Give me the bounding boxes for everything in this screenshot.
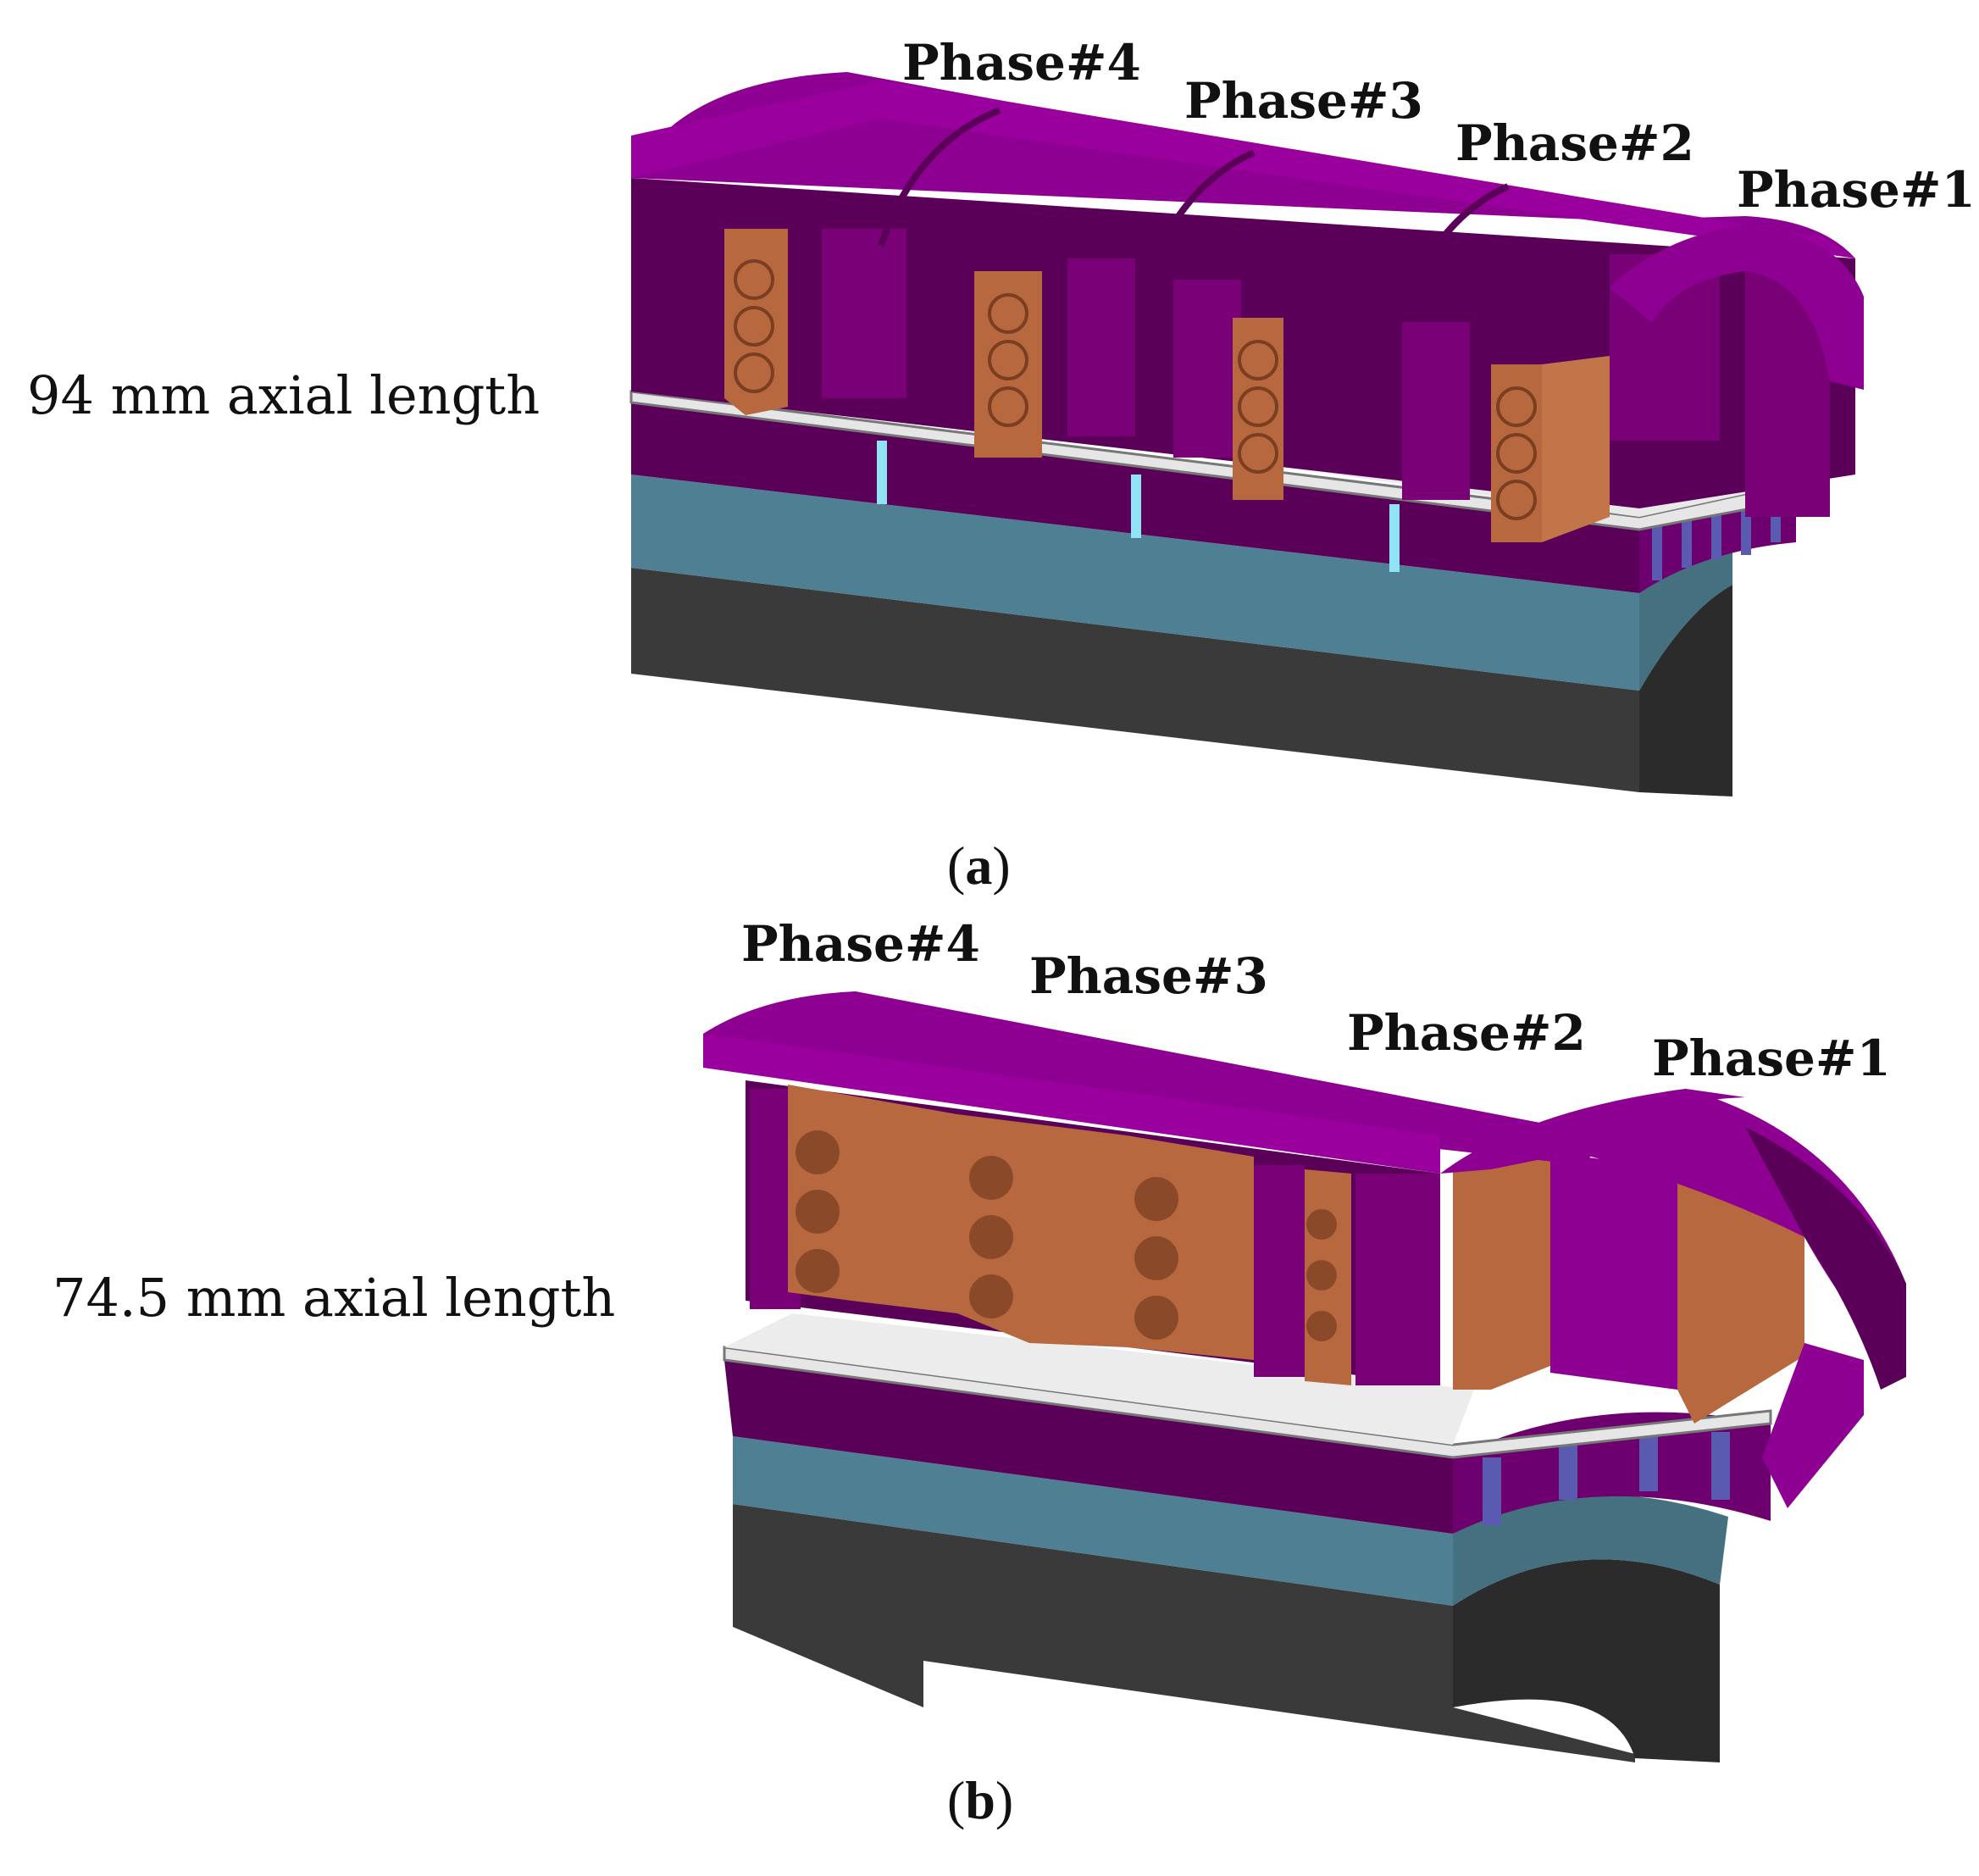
motor-model-b: [703, 991, 1906, 1762]
phase-label-3: Phase#3: [1184, 72, 1423, 130]
subfigure-caption-b: (b): [947, 1770, 1014, 1830]
panel-a: 94 mm axial length Phase#4 Phase#3 Phase…: [0, 0, 1979, 915]
coil-turns-b: [795, 1130, 1337, 1341]
magnet-layer-a: [631, 475, 1639, 691]
end-stator-bar-b: [1550, 1152, 1677, 1390]
subfigure-caption-a: (a): [947, 835, 1011, 896]
motor-model-a: [629, 72, 1864, 796]
coil-turns-a: [734, 259, 1537, 520]
stator-top-face-a: [631, 80, 1855, 258]
phase-label-4: Phase#4: [902, 34, 1141, 92]
end-face-b: [1745, 1127, 1906, 1390]
stator-top-front-b: [703, 1034, 1440, 1174]
bore-surface-b: [724, 1313, 1474, 1445]
phase-label-2: Phase#2: [1347, 1004, 1586, 1062]
rotor-front-b: [724, 1360, 1453, 1534]
panel-b: 74.5 mm axial length Phase#4 Phase#3 Pha…: [0, 915, 1979, 1876]
phase-label-4: Phase#4: [741, 915, 980, 973]
separators-a: [877, 441, 1400, 572]
rotor-slots-b: [1483, 1424, 1730, 1525]
shaft-b: [733, 1504, 1635, 1762]
magnet-layer-end-b: [1453, 1495, 1728, 1606]
magnet-layer-end-a: [1639, 530, 1732, 691]
shaft-end-a: [1639, 585, 1732, 796]
magnet-layer-b: [733, 1436, 1453, 1606]
stator-top-b: [703, 991, 1745, 1165]
shaft-end-b: [1453, 1559, 1720, 1762]
shaft-a: [631, 568, 1639, 792]
axial-length-label: 94 mm axial length: [27, 364, 540, 426]
phase-label-1: Phase#1: [1652, 1030, 1891, 1087]
phase-label-1: Phase#1: [1737, 161, 1976, 219]
phase-label-2: Phase#2: [1455, 114, 1694, 172]
end-ring-a: [1610, 225, 1864, 390]
phase-label-3: Phase#3: [1029, 947, 1268, 1005]
axial-length-label: 74.5 mm axial length: [53, 1267, 616, 1329]
segment-dividers-a: [878, 107, 1510, 328]
end-stator-inner-b: [1762, 1343, 1864, 1508]
